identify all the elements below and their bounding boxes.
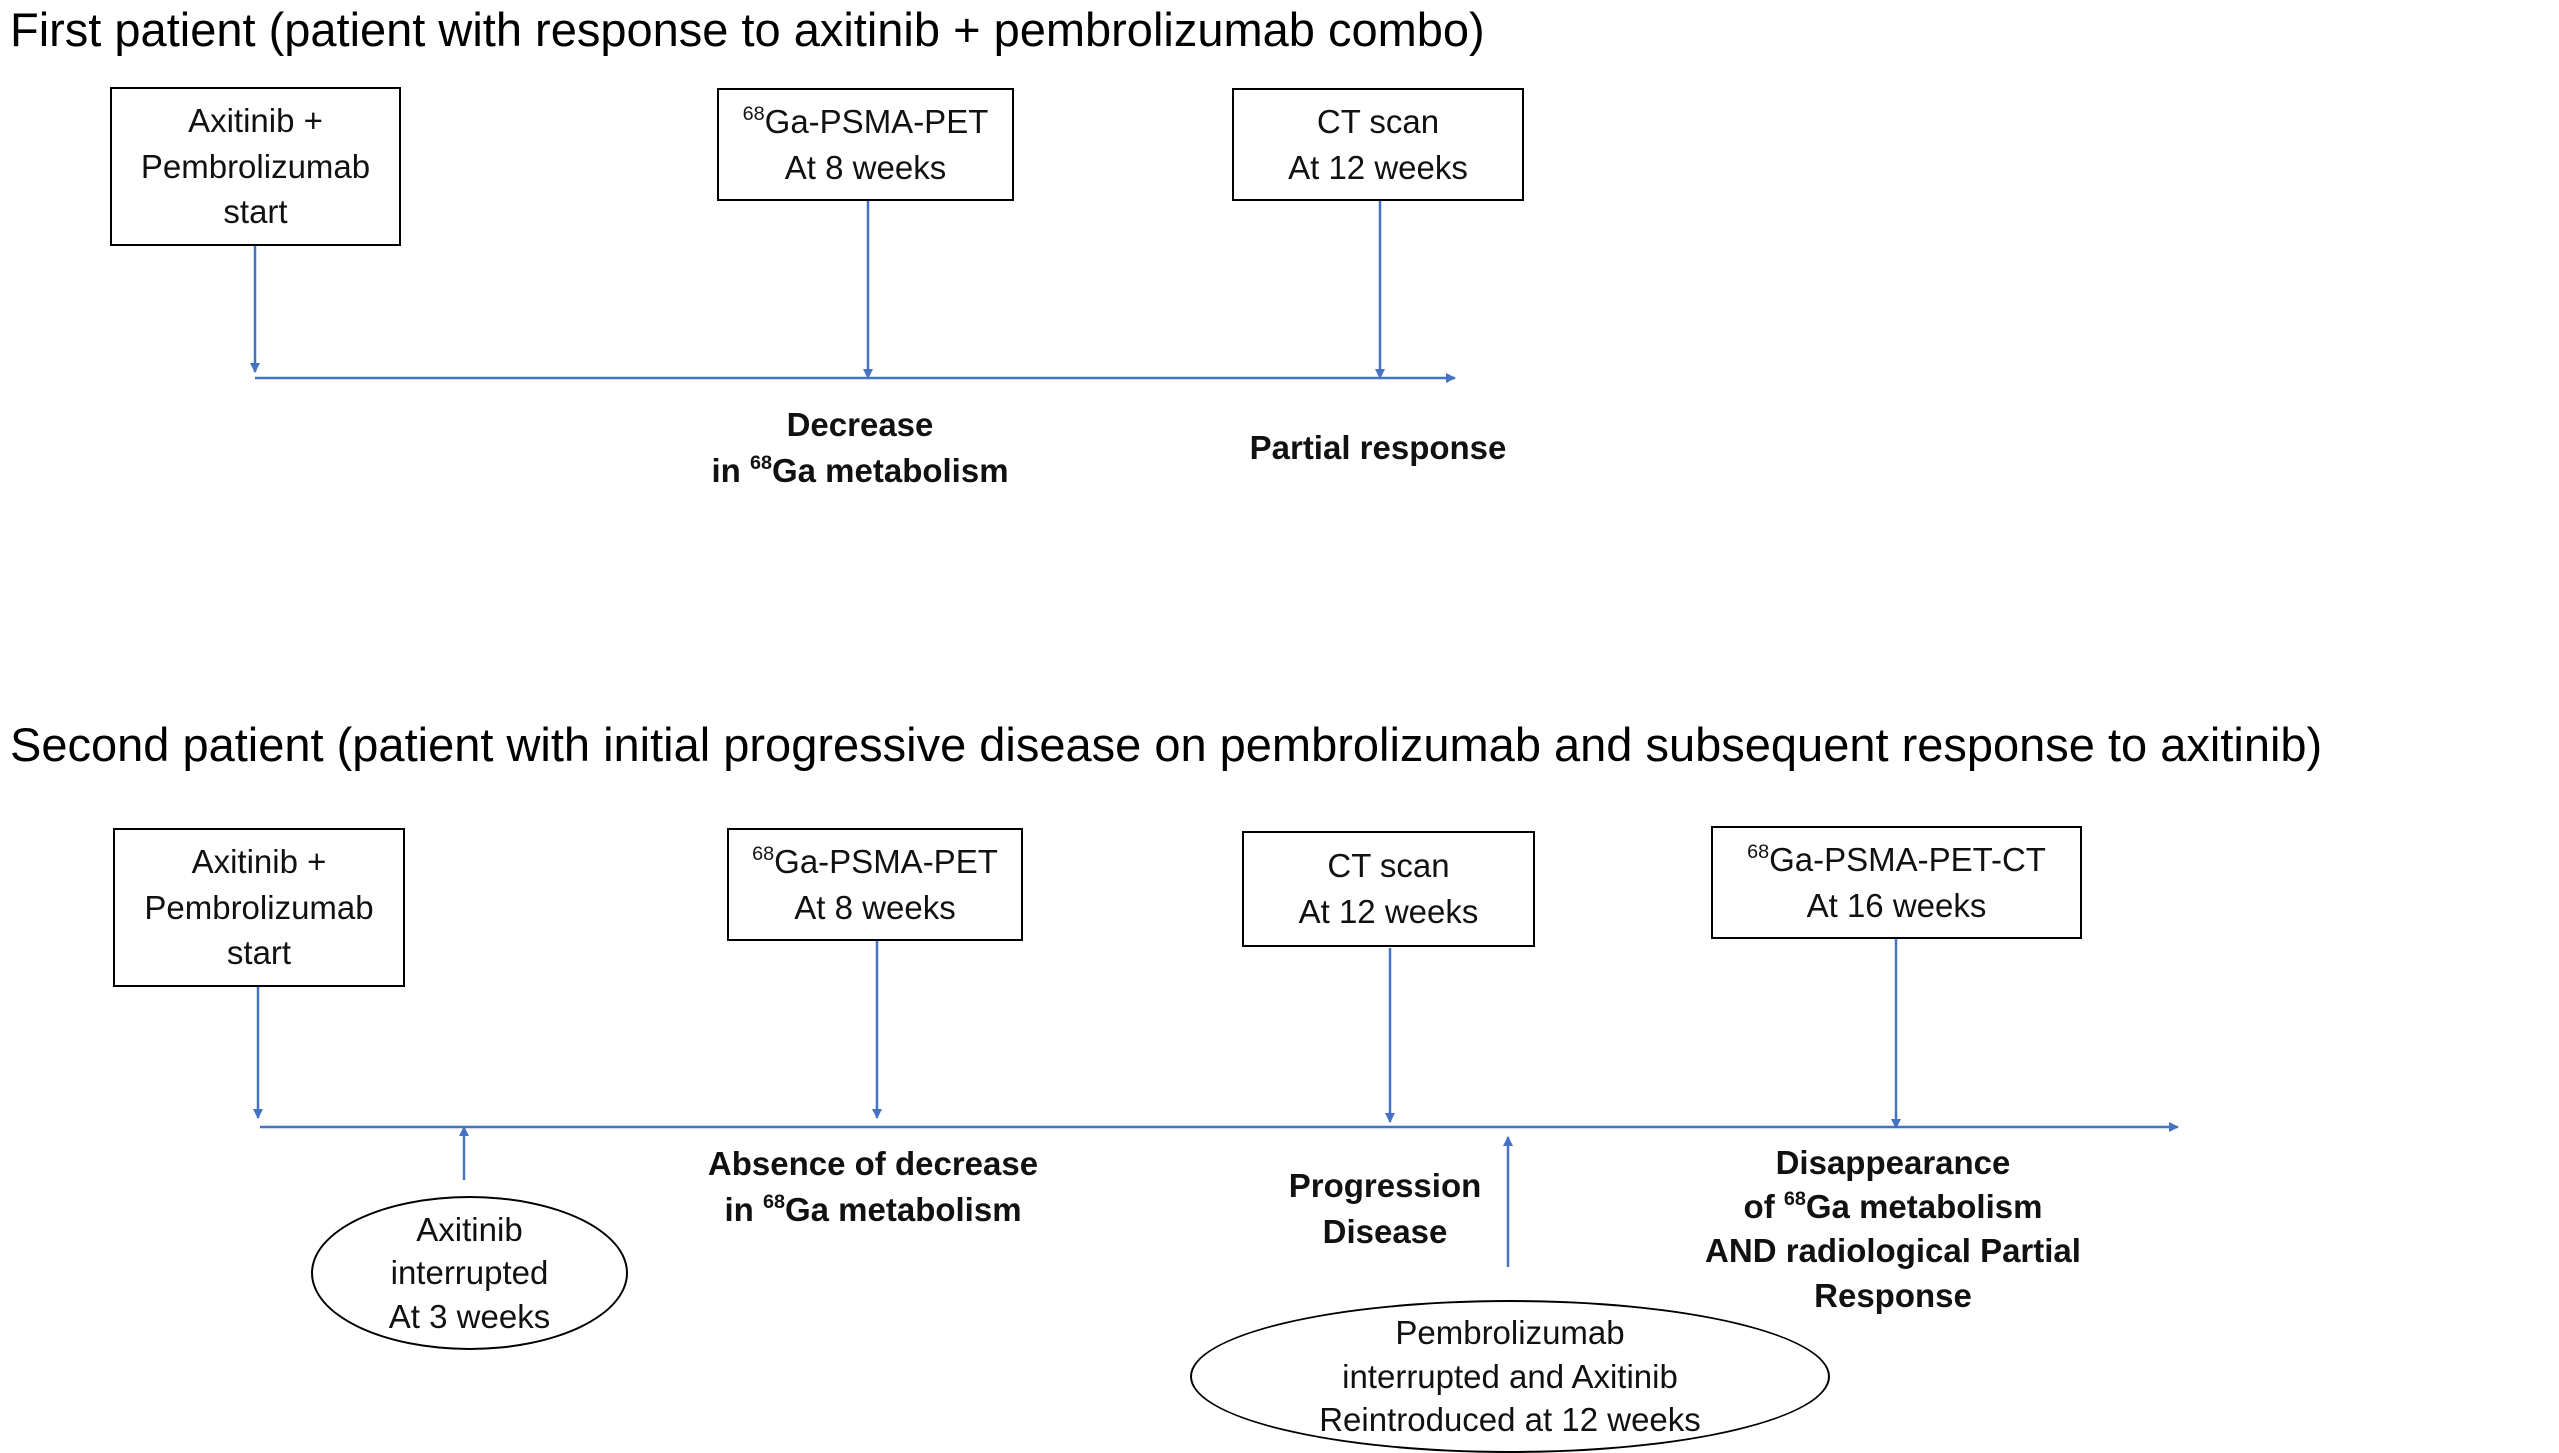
first-outcome-partial-response: Partial response xyxy=(1249,429,1507,466)
box-line: CT scan xyxy=(1316,102,1440,140)
first-treatment-start-box: Axitinib + Pembrolizumab start xyxy=(110,87,401,246)
isotope-superscript: 68 xyxy=(749,451,772,474)
isotope-superscript: 68 xyxy=(752,843,775,866)
box-line: Pembrolizumab xyxy=(144,888,374,926)
event-axitinib-interrupted: Axitinib interrupted At 3 weeks xyxy=(311,1196,628,1350)
second-outcome-disappearance: Disappearance of 68Ga metabolism AND rad… xyxy=(1705,1144,2081,1314)
isotope-superscript: 68 xyxy=(1783,1188,1806,1211)
second-patient-title: Second patient (patient with initial pro… xyxy=(10,718,2323,771)
first-ct-box: CT scan At 12 weeks xyxy=(1232,88,1524,201)
second-outcome-absence-of-decrease: Absence of decrease in 68Ga metabolism xyxy=(707,1145,1039,1228)
second-outcome-progression: Progression Disease xyxy=(1288,1167,1482,1250)
box-line: Axitinib + xyxy=(188,102,323,140)
box-line: At 8 weeks xyxy=(784,148,947,186)
box-line: At 16 weeks xyxy=(1806,886,1987,924)
box-line: Axitinib + xyxy=(191,843,327,881)
box-line: 68Ga-PSMA-PET xyxy=(752,842,998,880)
second-treatment-start-box: Axitinib + Pembrolizumab start xyxy=(113,828,405,987)
isotope-superscript: 68 xyxy=(1747,841,1770,864)
box-line: Pembrolizumab xyxy=(140,147,371,185)
event-pembrolizumab-interrupted: Pembrolizumab interrupted and Axitinib R… xyxy=(1190,1300,1830,1453)
box-line: At 12 weeks xyxy=(1298,893,1479,930)
box-line: start xyxy=(223,193,288,231)
first-pet-box: 68Ga-PSMA-PET At 8 weeks xyxy=(717,88,1014,201)
box-line: 68Ga-PSMA-PET xyxy=(742,102,989,140)
first-patient-title: First patient (patient with response to … xyxy=(10,3,1485,56)
box-line: CT scan xyxy=(1327,847,1450,885)
second-pet-ct-box: 68Ga-PSMA-PET-CT At 16 weeks xyxy=(1711,826,2082,939)
box-line: At 8 weeks xyxy=(794,888,956,926)
box-line: start xyxy=(226,934,292,972)
first-outcome-decrease: Decrease in 68Ga metabolism xyxy=(711,406,1009,489)
second-pet-box: 68Ga-PSMA-PET At 8 weeks xyxy=(727,828,1023,941)
isotope-superscript: 68 xyxy=(762,1190,785,1213)
box-line: 68Ga-PSMA-PET-CT xyxy=(1747,840,2046,878)
second-ct-box: CT scan At 12 weeks xyxy=(1242,831,1535,947)
isotope-superscript: 68 xyxy=(742,103,765,126)
box-line: At 12 weeks xyxy=(1288,148,1468,186)
